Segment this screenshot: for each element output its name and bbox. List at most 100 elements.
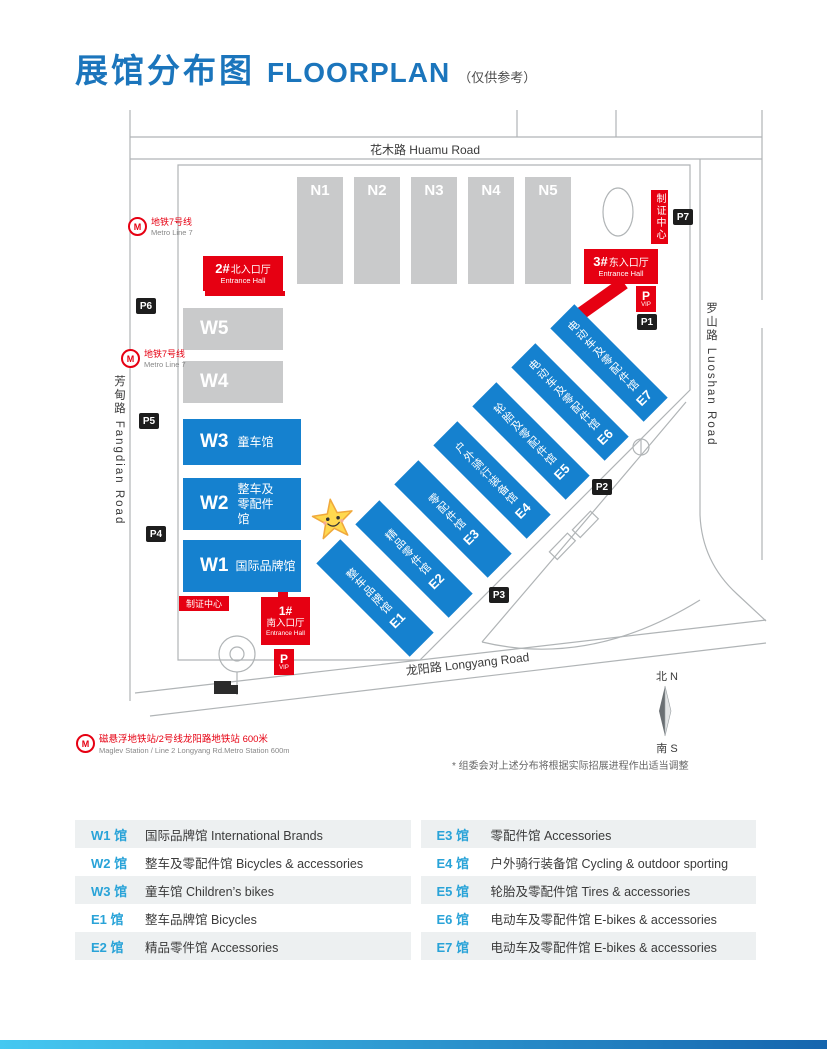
luoshan-road-label: 罗山路 Luoshan Road bbox=[705, 302, 717, 447]
legend-id: E6 馆 bbox=[436, 911, 470, 927]
legend-desc: 户外骑行装备馆 Cycling & outdoor sporting bbox=[490, 856, 729, 871]
entrance-name-en: Entrance Hall bbox=[220, 275, 266, 285]
parking-p: P bbox=[279, 652, 288, 666]
legend-id: W3 馆 bbox=[91, 883, 128, 899]
hall-name: 整车及零配件馆 bbox=[237, 481, 274, 526]
metro-text: 磁悬浮地铁站/2号线龙阳路地铁站 600米 Maglev Station / L… bbox=[99, 734, 290, 755]
legend-desc: 国际品牌馆 International Brands bbox=[145, 828, 323, 843]
hall-name: 童车馆 bbox=[237, 434, 274, 449]
mascot-eye bbox=[336, 515, 340, 520]
entrance-name-zh: 北入口厅 bbox=[230, 264, 271, 276]
small-building bbox=[548, 532, 577, 561]
maglev-metro-station: M 磁悬浮地铁站/2号线龙阳路地铁站 600米 Maglev Station /… bbox=[76, 734, 290, 755]
longyang-road-line-north bbox=[134, 619, 767, 694]
compass-north-label: 北 N bbox=[656, 671, 678, 683]
legend-desc: 电动车及零配件馆 E-bikes & accessories bbox=[490, 940, 717, 955]
legend-row-e1: E1 馆 整车品牌馆 Bicycles bbox=[75, 904, 411, 932]
legend-row-w1: W1 馆 国际品牌馆 International Brands bbox=[75, 820, 411, 848]
vip-parking-south: P VIP bbox=[274, 649, 294, 675]
hall-label: W1 bbox=[200, 555, 229, 576]
legend-row-e7: E7 馆 电动车及零配件馆 E-bikes & accessories bbox=[420, 932, 756, 960]
hall-w5: W5 bbox=[183, 308, 283, 350]
legend-id: E3 馆 bbox=[436, 827, 470, 843]
hall-w1: W1 国际品牌馆 bbox=[183, 540, 301, 592]
legend-id: E1 馆 bbox=[91, 911, 124, 927]
legend-desc: 整车品牌馆 Bicycles bbox=[145, 912, 257, 927]
hall-w2: W2 整车及零配件馆 bbox=[183, 478, 301, 530]
hall-name: 国际品牌馆 bbox=[235, 558, 296, 573]
legend-id: W1 馆 bbox=[91, 827, 128, 843]
legend-row-e5: E5 馆 轮胎及零配件馆 Tires & accessories bbox=[420, 876, 756, 904]
parking-p: P bbox=[641, 289, 650, 303]
metro-text: 地铁7号线 Metro Line 7 bbox=[144, 349, 186, 370]
bottom-accent-bar bbox=[0, 1040, 827, 1049]
certificate-center-east: 制证中心 bbox=[651, 190, 668, 244]
metro-line7-en: Metro Line 7 bbox=[144, 360, 186, 370]
longyang-road-line-south bbox=[149, 642, 767, 717]
maglev-station-building bbox=[214, 681, 238, 694]
hall-label: W5 bbox=[200, 318, 229, 339]
legend-desc: 电动车及零配件馆 E-bikes & accessories bbox=[490, 912, 717, 927]
metro-logo-icon: M bbox=[76, 734, 95, 753]
legend-desc: 轮胎及零配件馆 Tires & accessories bbox=[490, 884, 691, 899]
hall-n3: N3 bbox=[411, 177, 457, 284]
entrance-hall-3-east: 3# 东入口厅 Entrance Hall bbox=[584, 249, 658, 284]
hall-legend: W1 馆 国际品牌馆 International Brands W2 馆 整车及… bbox=[75, 820, 756, 960]
legend-row-e4: E4 馆 户外骑行装备馆 Cycling & outdoor sporting bbox=[421, 848, 757, 876]
metro-line7-zh: 地铁7号线 bbox=[151, 217, 193, 227]
parking-p1: P1 bbox=[637, 314, 657, 330]
hall-n5: N5 bbox=[525, 177, 571, 284]
title-chinese: 展馆分布图 bbox=[75, 52, 255, 89]
landmark-oval bbox=[602, 187, 634, 237]
parking-p7: P7 bbox=[673, 209, 693, 225]
hall-label: W2 bbox=[200, 493, 229, 514]
hall-label: N3 bbox=[424, 182, 444, 199]
maglev-zh: 磁悬浮地铁站/2号线龙阳路地铁站 600米 bbox=[99, 734, 268, 745]
entrance-number: 1# bbox=[278, 603, 293, 618]
legend-row-w3: W3 馆 童车馆 Children’s bikes bbox=[75, 876, 411, 904]
hall-w3: W3 童车馆 bbox=[183, 419, 301, 465]
small-building bbox=[571, 510, 600, 539]
metro-text: 地铁7号线 Metro Line 7 bbox=[151, 217, 193, 238]
compass-south-label: 南 S bbox=[656, 743, 678, 755]
legend-desc: 零配件馆 Accessories bbox=[490, 828, 612, 843]
legend-column-right: E3 馆 零配件馆 Accessories E4 馆 户外骑行装备馆 Cycli… bbox=[420, 820, 757, 960]
certificate-center-south: 制证中心 bbox=[179, 596, 229, 611]
luoshan-road-line bbox=[699, 159, 767, 622]
entrance-name-en: Entrance Hall bbox=[598, 268, 644, 278]
legend-desc: 童车馆 Children’s bikes bbox=[145, 884, 274, 899]
legend-row-e6: E6 馆 电动车及零配件馆 E-bikes & accessories bbox=[421, 904, 757, 932]
entrance-hall-2-north: 2# 北入口厅 Entrance Hall bbox=[203, 256, 283, 291]
entrance-number: 3# bbox=[593, 253, 608, 269]
entrance-name-en: Entrance Hall bbox=[265, 629, 306, 637]
legend-id: E5 馆 bbox=[436, 883, 470, 899]
parking-p6: P6 bbox=[136, 298, 156, 314]
map-footnote: * 组委会对上述分布将根据实际招展进程作出适当调整 bbox=[452, 761, 689, 772]
hall-label: N2 bbox=[367, 182, 387, 199]
metro-line7-station-1: M 地铁7号线 Metro Line 7 bbox=[128, 217, 193, 238]
hall-n1: N1 bbox=[297, 177, 343, 284]
site-outline bbox=[177, 164, 691, 661]
vip-label: VIP bbox=[279, 665, 289, 671]
metro-line7-zh: 地铁7号线 bbox=[144, 349, 186, 359]
entrance-line1: 3# 东入口厅 bbox=[593, 253, 648, 270]
parking-p3: P3 bbox=[489, 587, 509, 603]
fangdian-road-label: 芳甸路 Fangdian Road bbox=[113, 375, 125, 526]
hall-label: W4 bbox=[200, 371, 229, 392]
maglev-en: Maglev Station / Line 2 Longyang Rd.Metr… bbox=[99, 745, 290, 755]
legend-row-e3: E3 馆 零配件馆 Accessories bbox=[420, 820, 756, 848]
metro-line7-en: Metro Line 7 bbox=[151, 228, 193, 238]
hall-w4: W4 bbox=[183, 361, 283, 403]
legend-column-left: W1 馆 国际品牌馆 International Brands W2 馆 整车及… bbox=[75, 820, 411, 960]
mascot-eye bbox=[325, 517, 330, 521]
title-note: （仅供参考） bbox=[458, 70, 537, 85]
metro-logo-icon: M bbox=[128, 217, 147, 236]
entrance-hall-1-south: 1# 南入口厅 Entrance Hall bbox=[261, 597, 310, 645]
legend-id: E4 馆 bbox=[436, 855, 470, 871]
legend-id: E2 馆 bbox=[91, 939, 124, 955]
hall-label: N5 bbox=[538, 182, 558, 199]
legend-desc: 整车及零配件馆 Bicycles & accessories bbox=[145, 856, 364, 871]
hall-label: W3 bbox=[200, 431, 229, 452]
